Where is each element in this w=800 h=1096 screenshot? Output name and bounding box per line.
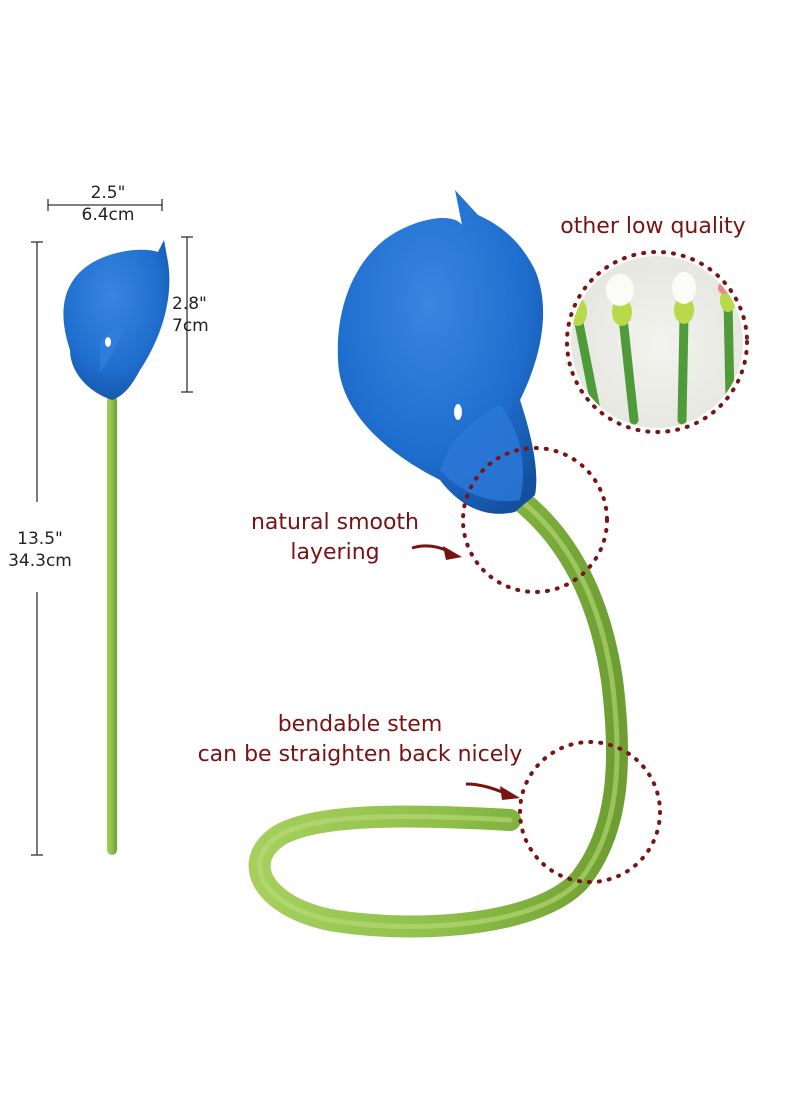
detail-circles	[461, 250, 749, 884]
small-calla-lily	[63, 240, 170, 855]
bendable-stem-label: bendable stem can be straighten back nic…	[197, 712, 523, 767]
arrow-head-icon	[443, 546, 462, 560]
smooth-layering-circle	[461, 446, 609, 594]
total-length-label: 13.5" 34.3cm	[8, 529, 72, 571]
low-quality-circle	[565, 250, 749, 434]
callout-arrows	[411, 544, 520, 800]
small-flower-petal	[63, 240, 170, 400]
arrow-head-icon	[500, 786, 520, 800]
natural-smooth-layering-label: natural smooth layering	[250, 510, 419, 565]
flower-width-label: 2.5" 6.4cm	[81, 183, 135, 225]
flower-height-label: 2.8" 7cm	[172, 294, 209, 336]
bendable-stem-circle	[518, 740, 662, 884]
low-quality-inset	[571, 256, 743, 428]
arrow-icon	[465, 782, 506, 795]
other-low-quality-label: other low quality	[560, 214, 746, 239]
small-flower-stem	[107, 395, 117, 855]
dimension-lines	[31, 199, 193, 856]
large-calla-lily	[248, 190, 629, 938]
